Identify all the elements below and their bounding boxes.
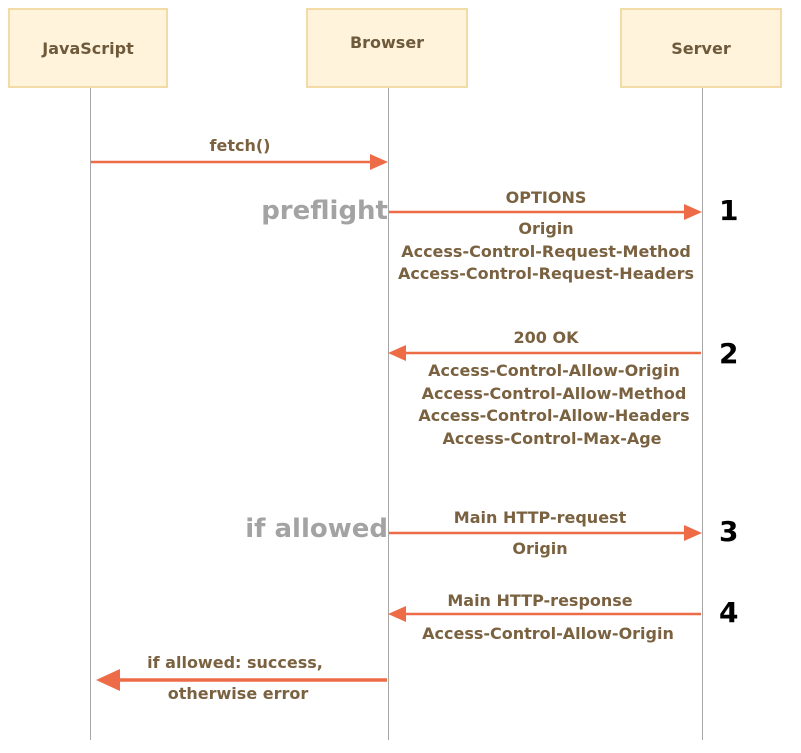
arrow-main-response-head — [388, 606, 406, 622]
preflight-label: preflight — [261, 196, 388, 226]
lifeline-server — [702, 88, 703, 740]
options-header-origin: Origin — [518, 219, 574, 238]
result-line-1: if allowed: success, — [147, 653, 323, 672]
arrow-options-head — [684, 204, 702, 220]
participant-browser: Browser — [306, 8, 468, 88]
arrow-main-request-head — [684, 525, 702, 541]
ok-header-max-age: Access-Control-Max-Age — [442, 429, 662, 448]
lifeline-javascript — [90, 88, 91, 740]
participant-browser-label: Browser — [349, 32, 425, 52]
lifeline-browser — [388, 88, 389, 740]
arrow-ok-head — [388, 345, 406, 361]
options-label: OPTIONS — [505, 188, 587, 207]
ok-label: 200 OK — [513, 328, 579, 347]
step-number-3: 3 — [719, 515, 739, 548]
main-request-label: Main HTTP-request — [453, 508, 627, 527]
options-header-request-method: Access-Control-Request-Method — [401, 242, 691, 261]
result-line-2: otherwise error — [167, 684, 309, 703]
main-request-header-origin: Origin — [512, 539, 568, 558]
if-allowed-label: if allowed — [245, 514, 388, 544]
main-response-label: Main HTTP-response — [447, 591, 633, 610]
main-response-header-allow-origin: Access-Control-Allow-Origin — [422, 624, 674, 643]
options-header-request-headers: Access-Control-Request-Headers — [397, 264, 695, 283]
ok-header-allow-origin: Access-Control-Allow-Origin — [428, 361, 680, 380]
participant-javascript-label: JavaScript — [42, 38, 134, 58]
participant-server-label: Server — [671, 38, 731, 58]
fetch-label: fetch() — [209, 136, 271, 155]
ok-header-allow-headers: Access-Control-Allow-Headers — [418, 406, 690, 425]
step-number-2: 2 — [719, 337, 739, 370]
step-number-4: 4 — [719, 596, 739, 629]
participant-javascript: JavaScript — [8, 8, 168, 88]
step-number-1: 1 — [719, 194, 739, 227]
participant-server: Server — [620, 8, 782, 88]
arrow-fetch-head — [370, 154, 388, 170]
ok-header-allow-method: Access-Control-Allow-Method — [421, 384, 687, 403]
arrow-result-head — [96, 669, 120, 691]
